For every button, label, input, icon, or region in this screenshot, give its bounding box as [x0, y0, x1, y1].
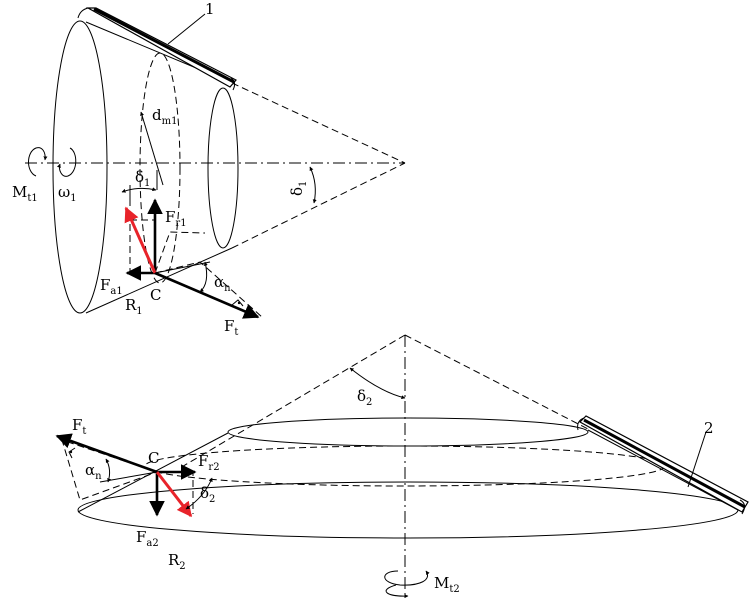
wheel-gear-2	[55, 334, 749, 599]
wheel-tooth-edge	[583, 418, 746, 509]
label-fa2: Fa2	[136, 528, 159, 549]
label-delta1-inner: δ1	[135, 168, 150, 189]
pinion-back-face	[52, 20, 108, 314]
wheel-front-face	[227, 417, 589, 447]
alpha-n-top-ref	[154, 261, 211, 274]
alpha-n-bottom-arc	[105, 458, 112, 483]
angular-velocity-omega1-symbol	[56, 147, 77, 177]
wheel-tooth-start-mark	[577, 417, 585, 431]
pinion-tooth-strip	[85, 7, 237, 88]
torque-mt1-symbol	[28, 147, 48, 177]
label-r1: R1	[125, 296, 143, 317]
label-r2: R2	[168, 551, 186, 572]
pinion-cone-bottom-extension	[231, 162, 406, 249]
right-angle-bottom	[68, 447, 76, 459]
label-fr2: Fr2	[198, 452, 220, 473]
pinion-force-construction	[154, 231, 206, 274]
label-gear-1: 1	[205, 0, 215, 18]
label-fr1: Fr1	[165, 208, 187, 229]
label-mt2: Mt2	[434, 574, 460, 595]
resultant-r1	[124, 206, 157, 274]
label-omega1: ω1	[58, 183, 77, 204]
pinion-mean-circle	[139, 52, 181, 284]
label-delta2-inner: δ2	[200, 484, 215, 505]
delta1-inner-arc	[121, 187, 157, 193]
label-ft-bottom: Ft	[72, 416, 86, 437]
right-angle-bottom-dot	[69, 450, 73, 454]
label-ft-top: Ft	[224, 317, 238, 338]
leader-line-2	[687, 431, 707, 488]
torque-mt2-lower	[385, 584, 409, 599]
pinion-gear-1	[25, 7, 406, 319]
label-alpha-n-top: αn	[214, 273, 231, 294]
right-angle-top	[231, 299, 244, 307]
dm1-indicator	[140, 111, 164, 186]
wheel-back-face	[77, 481, 739, 539]
label-delta1-apex: δ1	[288, 181, 309, 196]
right-angle-top-dot	[237, 301, 241, 305]
torque-mt2-symbol	[384, 570, 430, 586]
label-c-bottom: C	[148, 449, 159, 467]
resultant-r2	[155, 471, 193, 518]
delta2-apex-arc	[349, 367, 406, 400]
label-fa1: Fa1	[100, 276, 123, 297]
wheel-generatrix-right	[587, 429, 739, 511]
label-alpha-n-bottom: αn	[85, 461, 102, 482]
pinion-front-face	[207, 87, 239, 249]
pinion-bottom-generatrix	[85, 247, 233, 314]
wheel-cone-right	[404, 334, 591, 431]
pinion-tooth-edge	[93, 7, 235, 84]
pinion-tooth-start-mark	[77, 7, 89, 19]
wheel-tooth-end-mark	[739, 499, 746, 515]
pinion-cone-top-extension	[231, 82, 406, 164]
leader-line-1	[167, 13, 206, 45]
delta1-apex-arc	[309, 166, 317, 204]
label-mt1: Mt1	[12, 183, 38, 204]
delta2-inner-arc	[185, 477, 213, 510]
label-gear-2: 2	[704, 419, 714, 437]
label-delta2-apex: δ2	[357, 387, 372, 408]
force-ft-bottom	[55, 433, 158, 474]
label-dm1: dm1	[152, 106, 177, 127]
diagram-labels: 1 2 dm1 Mt1 ω1 δ1 δ1 Fr1 Fa1 R1 C αn Ft …	[12, 0, 714, 595]
alpha-n-top-arc	[199, 261, 208, 293]
force-ft-top	[154, 271, 260, 319]
label-c-top: C	[150, 286, 161, 304]
pinion-tooth-end-mark	[230, 77, 236, 91]
